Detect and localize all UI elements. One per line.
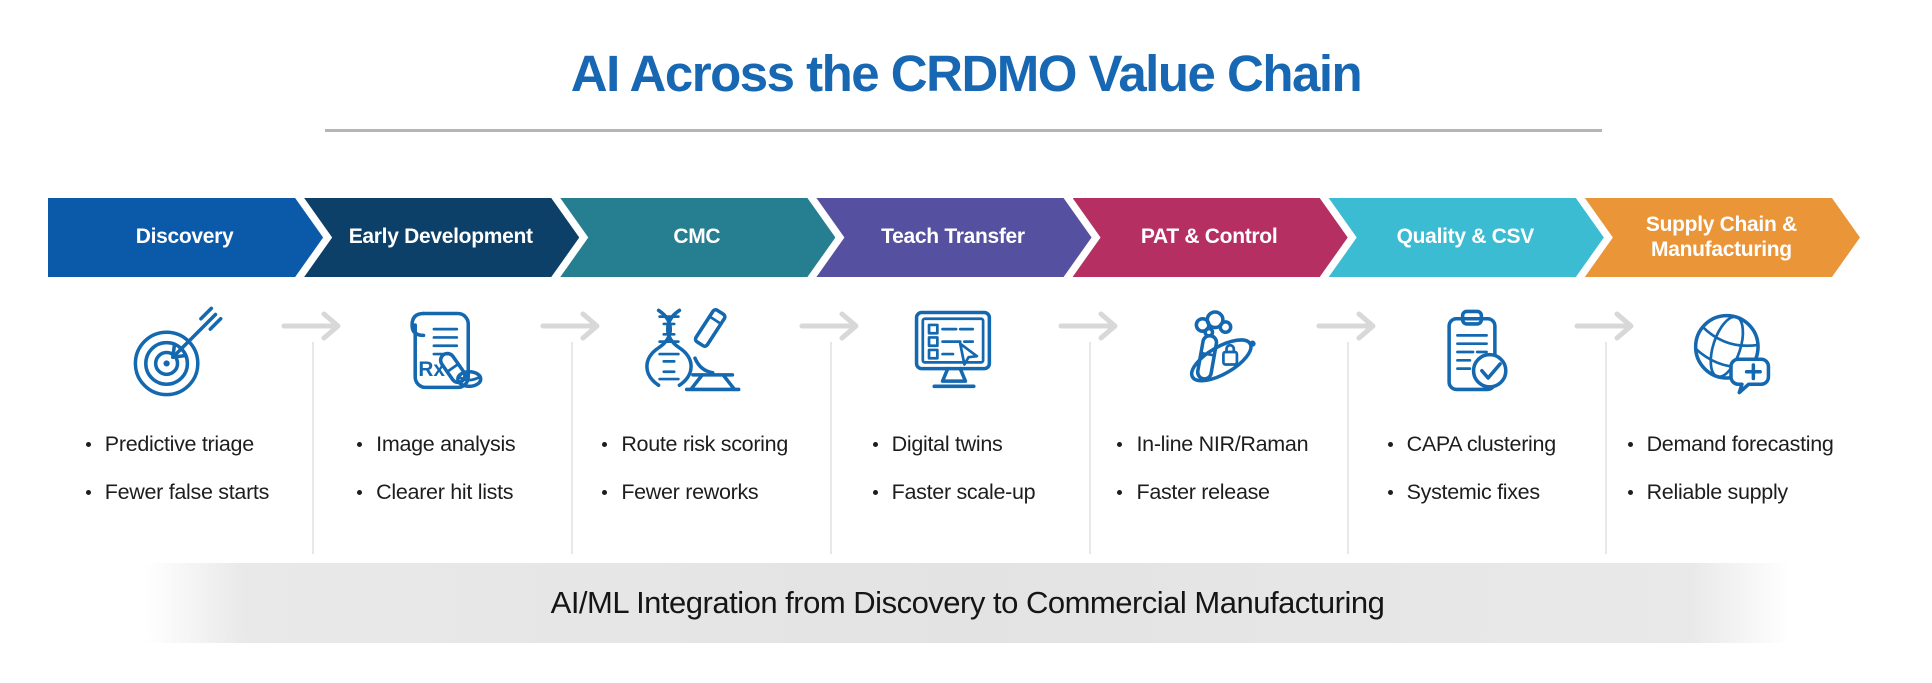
stage-icons-row: Rx <box>48 296 1860 408</box>
stage-chevron-teach-transfer: Teach Transfer <box>816 198 1091 277</box>
connector-arrow-icon <box>1058 311 1118 341</box>
icon-cell-supply-chain <box>1601 296 1860 408</box>
bullet-dot <box>1627 490 1633 495</box>
icon-cell-quality-csv <box>1342 296 1601 408</box>
stage-chevron-early-development: Early Development <box>304 198 579 277</box>
stage-label: Discovery <box>135 225 234 249</box>
bullet-text: Fewer reworks <box>621 480 759 504</box>
column-divider <box>571 342 573 554</box>
stage-chevron-discovery: Discovery <box>48 198 323 277</box>
flask-atom-icon <box>1189 310 1256 383</box>
stage-chevron-supply-chain: Supply Chain & Manufacturing <box>1585 198 1860 277</box>
bullet-dot <box>85 442 91 447</box>
icon-cell-teach-transfer <box>825 296 1084 408</box>
bullet-item: Systemic fixes <box>1387 480 1556 505</box>
bullet-dot <box>357 490 363 495</box>
stage-label: CMC <box>673 225 721 249</box>
banner-text: AI/ML Integration from Discovery to Comm… <box>550 585 1385 620</box>
bullet-item: In-line NIR/Raman <box>1117 432 1309 457</box>
bullet-item: Fewer false starts <box>85 480 270 505</box>
bullets-supply-chain: Demand forecasting Reliable supply <box>1601 432 1860 505</box>
stage-chevron-cmc: CMC <box>560 198 835 277</box>
bullet-dot <box>602 490 608 495</box>
bullet-dot <box>1387 442 1393 447</box>
target-arrow-icon <box>134 306 223 397</box>
bullets-early-development: Image analysis Clearer hit lists <box>307 432 566 505</box>
stage-label: Supply Chain & Manufacturing <box>1645 213 1797 261</box>
column-divider <box>1347 342 1349 554</box>
bullets-discovery: Predictive triage Fewer false starts <box>48 432 307 505</box>
bullet-dot <box>1117 490 1123 495</box>
dna-microscope-icon <box>645 308 741 392</box>
bullet-item: Reliable supply <box>1627 480 1834 505</box>
stage-label: Early Development <box>348 225 533 249</box>
bullet-item: Faster scale-up <box>872 480 1036 505</box>
connector-arrow-icon <box>1574 311 1634 341</box>
column-divider <box>1605 342 1607 554</box>
bullet-text: CAPA clustering <box>1406 432 1557 456</box>
bullet-text: Digital twins <box>891 432 1003 456</box>
bullet-item: Faster release <box>1117 480 1308 505</box>
bullets-pat-control: In-line NIR/Raman Faster release <box>1083 432 1342 505</box>
stage-label: Teach Transfer <box>881 225 1025 249</box>
bullet-text: Predictive triage <box>104 432 254 456</box>
bullet-dot <box>85 490 91 495</box>
bullet-text: Demand forecasting <box>1646 432 1834 456</box>
bullet-text: In-line NIR/Raman <box>1136 432 1309 456</box>
bullet-dot <box>602 442 608 447</box>
icon-cell-pat-control <box>1083 296 1342 408</box>
svg-text:Rx: Rx <box>419 358 446 381</box>
stage-chevron-quality-csv: Quality & CSV <box>1329 198 1604 277</box>
bullet-dot <box>1117 442 1123 447</box>
stage-label: PAT & Control <box>1140 225 1278 249</box>
icon-cell-discovery <box>48 296 307 408</box>
bullet-text: Reliable supply <box>1646 480 1789 504</box>
bullet-dot <box>872 490 878 495</box>
bullet-text: Clearer hit lists <box>376 480 514 504</box>
bottom-banner: AI/ML Integration from Discovery to Comm… <box>145 563 1790 643</box>
stage-label: Quality & CSV <box>1396 225 1534 249</box>
monitor-checklist-icon <box>914 310 992 389</box>
bullet-item: Fewer reworks <box>602 480 788 505</box>
connector-arrow-icon <box>281 311 341 341</box>
connector-arrow-icon <box>540 311 600 341</box>
bullets-teach-transfer: Digital twins Faster scale-up <box>825 432 1084 505</box>
bullet-dot <box>1627 442 1633 447</box>
bullets-cmc: Route risk scoring Fewer reworks <box>566 432 825 505</box>
bullet-item: Digital twins <box>872 432 1036 457</box>
bullet-item: Image analysis <box>357 432 516 457</box>
bullet-text: Faster scale-up <box>891 480 1036 504</box>
title-underline <box>325 129 1602 132</box>
bullet-item: CAPA clustering <box>1387 432 1557 457</box>
process-chevron-band: Discovery Early Development CMC Teach Tr… <box>48 198 1860 277</box>
connector-arrow-icon <box>799 311 859 341</box>
bullet-dot <box>872 442 878 447</box>
connector-arrow-icon <box>1316 311 1376 341</box>
icon-cell-cmc <box>566 296 825 408</box>
bullet-text: Systemic fixes <box>1406 480 1541 504</box>
bullet-text: Image analysis <box>376 432 516 456</box>
stage-chevron-pat-control: PAT & Control <box>1073 198 1348 277</box>
column-divider <box>312 342 314 554</box>
bullet-text: Faster release <box>1136 480 1270 504</box>
stage-bullets-row: Predictive triage Fewer false starts Ima… <box>48 432 1860 505</box>
bullet-text: Fewer false starts <box>104 480 270 504</box>
page-title: AI Across the CRDMO Value Chain <box>570 45 1363 102</box>
globe-medical-icon <box>1693 313 1770 395</box>
bullet-text: Route risk scoring <box>621 432 788 456</box>
column-divider <box>830 342 832 554</box>
bullet-item: Clearer hit lists <box>357 480 515 505</box>
rx-scroll-icon: Rx <box>410 311 483 390</box>
column-divider <box>1089 342 1091 554</box>
bullet-dot <box>357 442 363 447</box>
clipboard-check-icon <box>1447 309 1508 392</box>
bullet-item: Route risk scoring <box>602 432 788 457</box>
bullet-item: Demand forecasting <box>1627 432 1834 457</box>
bullet-dot <box>1387 490 1393 495</box>
icon-cell-early-development: Rx <box>307 296 566 408</box>
bullets-quality-csv: CAPA clustering Systemic fixes <box>1342 432 1601 505</box>
bullet-item: Predictive triage <box>85 432 269 457</box>
